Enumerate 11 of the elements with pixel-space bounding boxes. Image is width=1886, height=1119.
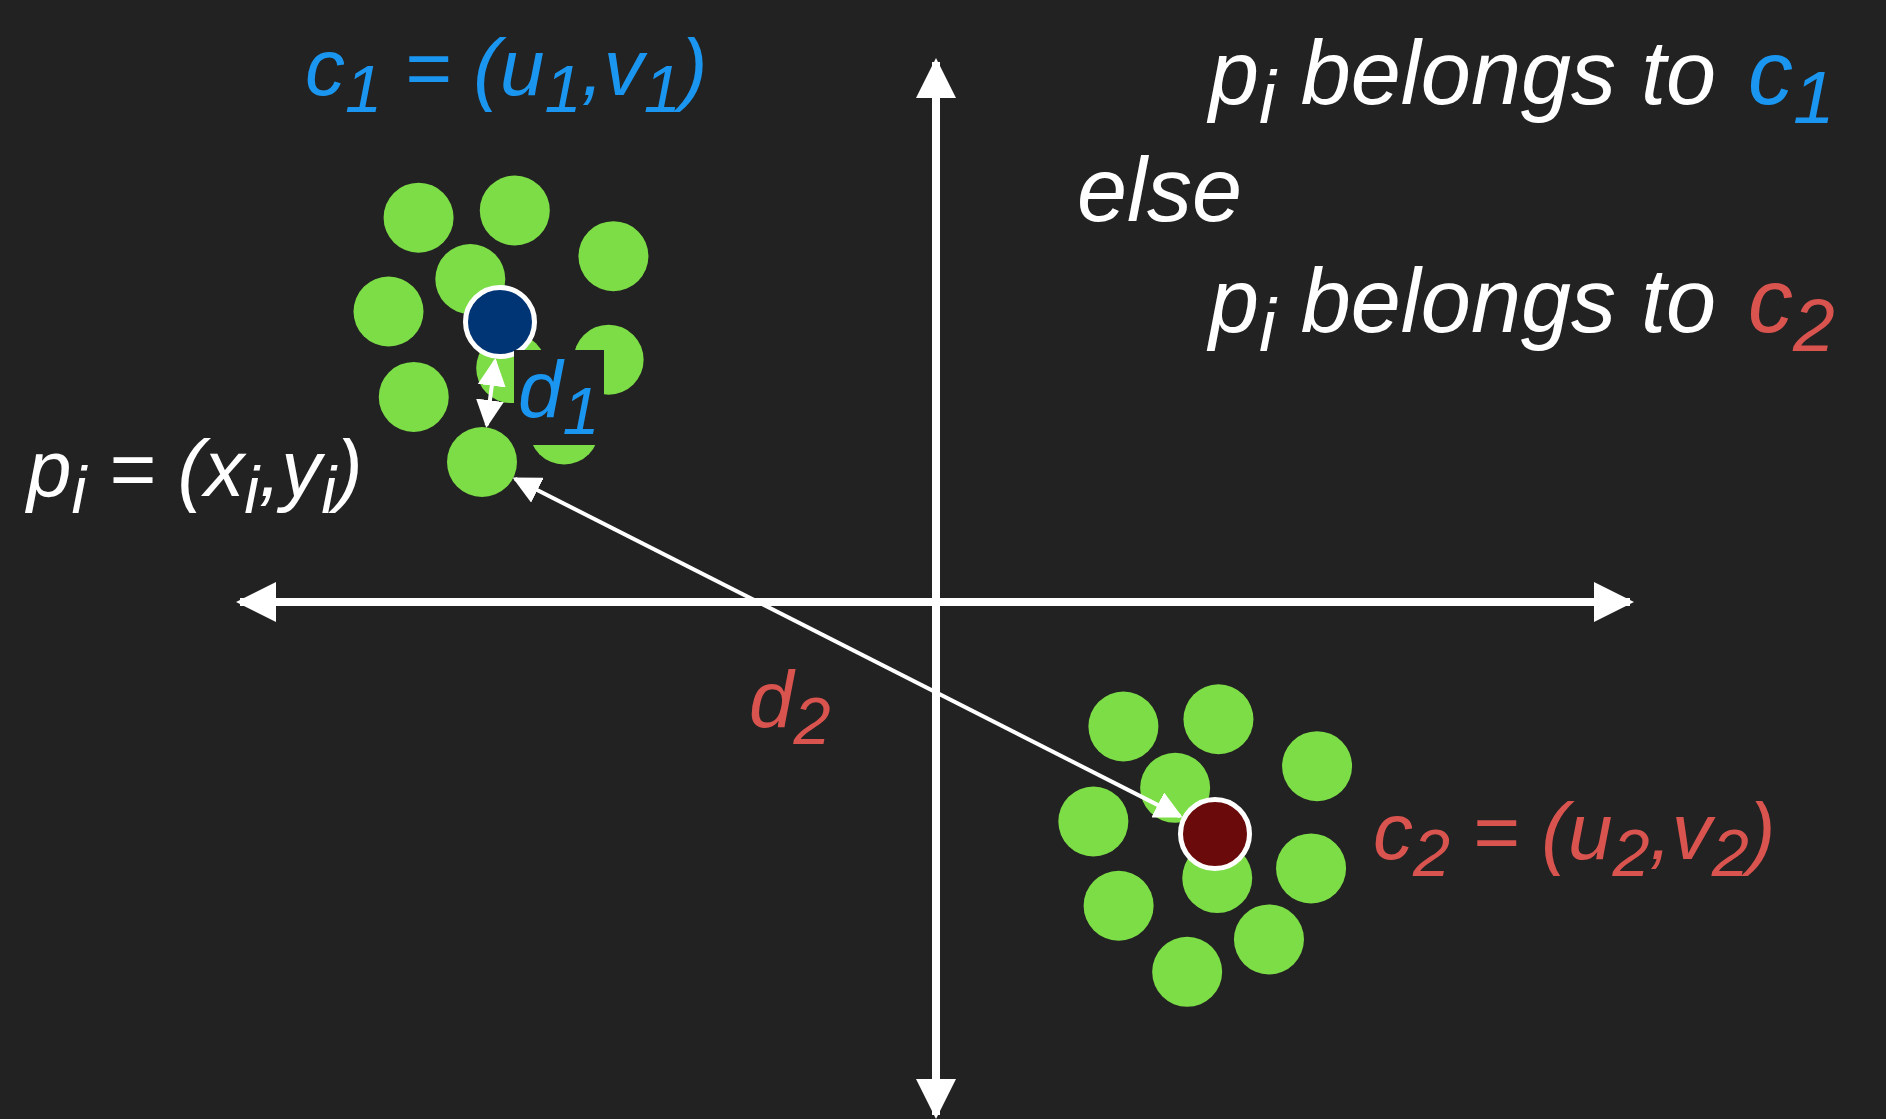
point-label: c$_{1}$ = (u$_{1}$,v$_{1}$)	[305, 28, 708, 123]
rule-text: c$_{1}$	[1748, 28, 1835, 135]
distance-arrow	[512, 476, 1183, 819]
edge-label: d$_{1}$	[514, 350, 604, 445]
rule-text: p$_{i}$ belongs to	[1209, 28, 1717, 135]
rule-text: c$_{2}$	[1748, 256, 1835, 363]
point-label: p$_{i}$ = (x$_{i}$,y$_{i}$)	[27, 429, 363, 524]
distance-arrow	[476, 357, 506, 429]
rule-text: else	[1077, 145, 1243, 235]
point-label: c$_{2}$ = (u$_{2}$,v$_{2}$)	[1373, 792, 1776, 887]
rule-text: p$_{i}$ belongs to	[1209, 256, 1717, 363]
